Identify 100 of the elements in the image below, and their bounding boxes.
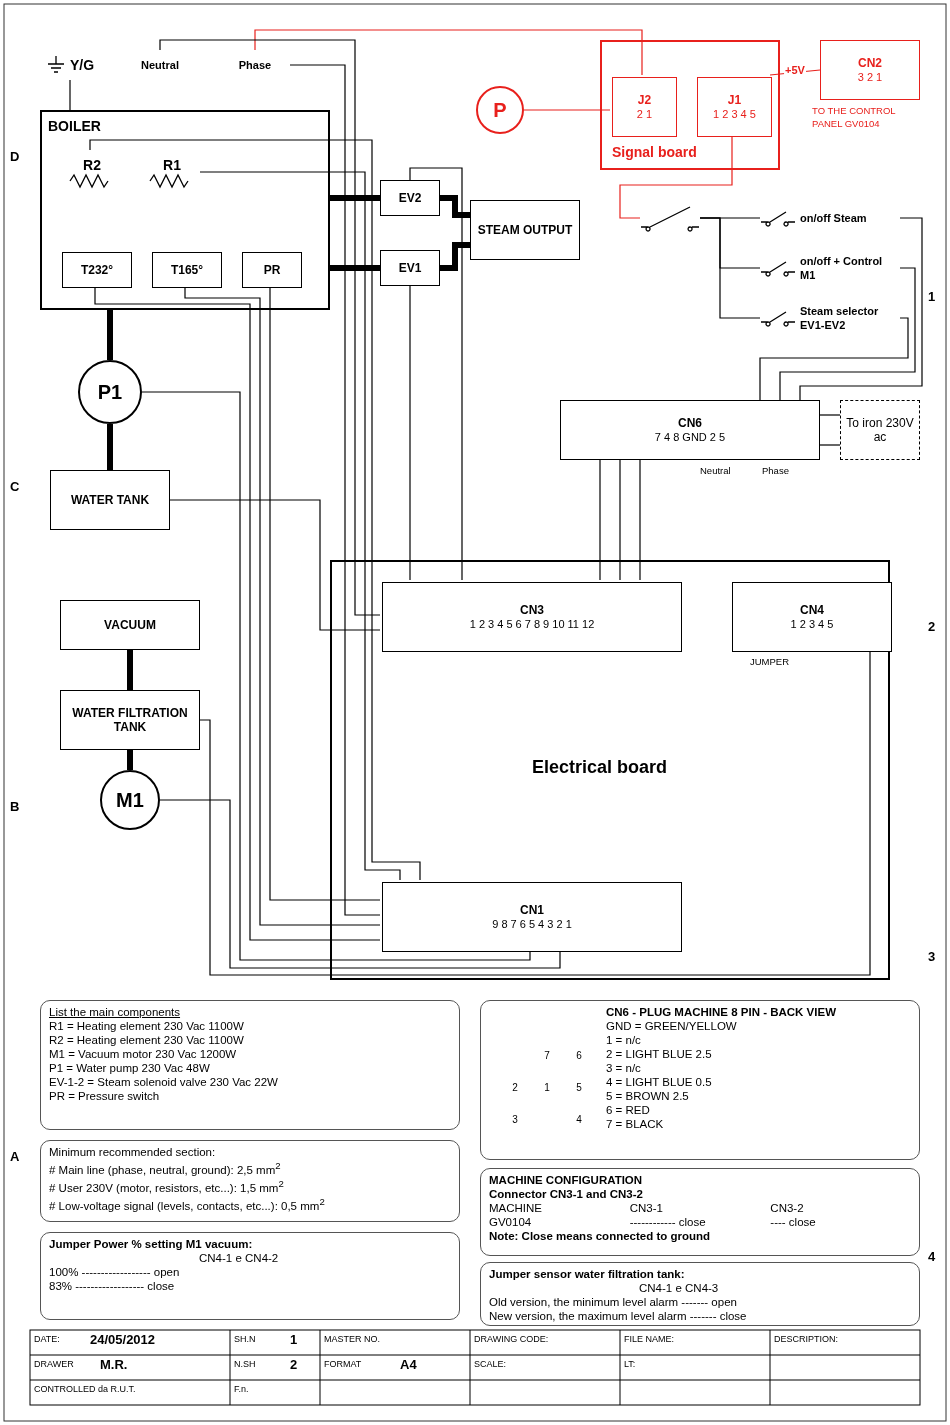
component-caption: Phase: [762, 464, 790, 477]
field-value: 24/05/2012: [90, 1333, 156, 1346]
switch-label: Steam selector EV1-EV2: [800, 304, 880, 332]
field-caption: N.SH: [234, 1358, 256, 1371]
filtration-tank: [60, 690, 200, 750]
field-caption: F.n.: [234, 1383, 249, 1396]
board-title: Electrical board: [532, 757, 668, 777]
component-label: CN4: [800, 603, 824, 617]
terminal-label: Neutral: [141, 58, 179, 72]
steam-pipe: [127, 650, 133, 690]
field-caption: DRAWER: [34, 1358, 74, 1371]
pressure-switch-terminal: [242, 252, 302, 288]
component-label: To iron 230V ac: [845, 416, 915, 444]
note-panel: [480, 1262, 920, 1326]
wire: [699, 217, 761, 319]
component-label: T232°: [80, 263, 114, 277]
vacuum-outlet: [60, 600, 200, 650]
pin-numbers: 2 1: [636, 107, 653, 121]
component-label: T165°: [170, 263, 204, 277]
wire: [619, 459, 621, 581]
panel-text: # User 230V (motor, resistors, etc...): 1,5 mm$^{2}$: [49, 1176, 285, 1195]
wire: [94, 285, 381, 941]
component-label: P: [493, 99, 507, 121]
steam-pipe: [127, 750, 133, 770]
panel-text: 1 = n/c: [606, 1033, 642, 1047]
component-caption: TO THE CONTROL PANEL GV0104: [812, 104, 897, 130]
component-label: R1: [163, 158, 181, 172]
panel-heading: Minimum recommended section:: [49, 1145, 217, 1159]
field-caption: FORMAT: [324, 1358, 362, 1371]
component-label: STEAM OUTPUT: [477, 223, 573, 237]
electrical-board: [330, 560, 890, 980]
board-title: Signal board: [612, 143, 697, 162]
panel-text: Note: Close means connected to ground: [489, 1229, 712, 1243]
field-value: M.R.: [100, 1358, 128, 1371]
grid-reference: A: [10, 1150, 20, 1163]
component-label: CN2: [858, 56, 882, 70]
panel-text: GND = GREEN/YELLOW: [606, 1019, 738, 1033]
panel-text: M1 = Vacuum motor 230 Vac 1200W: [49, 1047, 238, 1061]
grid-reference: 1: [928, 290, 936, 303]
field-value: A4: [400, 1358, 417, 1371]
switch-label: on/off + Control M1: [800, 254, 884, 282]
component-label: WATER TANK: [70, 493, 150, 507]
wire: [199, 649, 871, 976]
grid-reference: B: [10, 800, 20, 813]
pressure-gauge: [476, 86, 524, 134]
pin-numbers: 1 2 3 4 5: [790, 617, 834, 631]
grid-reference: D: [10, 150, 20, 163]
steam-pipe: [107, 424, 113, 470]
connector-block: [820, 40, 920, 100]
panel-text: P1 = Water pump 230 Vac 48W: [49, 1061, 211, 1075]
iron-connection-outline: [840, 400, 920, 460]
field-caption: FILE NAME:: [624, 1333, 674, 1346]
panel-text: Old version, the minimum level alarm ------- open: [489, 1295, 738, 1309]
wire: [409, 167, 463, 581]
field-caption: MASTER NO.: [324, 1333, 380, 1346]
panel-text: CN3-2: [770, 1201, 805, 1215]
field-caption: LT:: [624, 1358, 636, 1371]
vacuum-motor: [100, 770, 160, 830]
component-caption: Neutral: [700, 464, 732, 477]
panel-text: CN3-1: [629, 1201, 664, 1215]
wire: [819, 414, 841, 416]
panel-heading: Jumper Power % setting M1 vacuum:: [49, 1237, 254, 1251]
note-panel: [480, 1168, 920, 1256]
component-label: R2: [83, 158, 101, 172]
wire: [159, 39, 381, 616]
panel-text: 3 = n/c: [606, 1061, 642, 1075]
panel-text: ------------ close: [629, 1215, 707, 1229]
steam-pipe: [107, 310, 113, 360]
thermostat-terminal: [62, 252, 132, 288]
field-caption: DRAWING CODE:: [474, 1333, 549, 1346]
panel-text: 100% ------------------ open: [49, 1265, 181, 1279]
component-label: J2: [637, 93, 652, 107]
wire: [779, 267, 916, 401]
wire: [141, 391, 531, 961]
panel-text: # Low-voltage signal (levels, contacts, etc...): 0,5 mm$^{2}$: [49, 1194, 326, 1213]
pin-number: 6: [576, 1048, 582, 1062]
edge-label: +5V: [784, 63, 806, 77]
field-caption: DESCRIPTION:: [774, 1333, 838, 1346]
solenoid-valve: [380, 250, 440, 286]
component-label: EV1: [398, 261, 422, 275]
component-label: EV2: [398, 191, 422, 205]
pin-numbers: 9 8 7 6 5 4 3 2 1: [492, 917, 572, 931]
panel-text: ---- close: [770, 1215, 817, 1229]
terminal-label: Phase: [238, 58, 272, 72]
panel-text: MACHINE: [489, 1201, 544, 1215]
wire: [599, 459, 601, 581]
wire: [799, 217, 923, 401]
wire: [159, 799, 561, 969]
field-value: 1: [290, 1333, 298, 1346]
water-tank: [50, 470, 170, 530]
note-panel: [40, 1000, 460, 1130]
panel-text: Connector CN3-1 and CN3-2: [489, 1187, 644, 1201]
wire: [169, 499, 381, 631]
panel-text: EV-1-2 = Steam solenoid valve 230 Vac 22W: [49, 1075, 279, 1089]
connector-block: [382, 582, 682, 652]
panel-text: # Main line (phase, neutral, ground): 2,5 mm$^{2}$: [49, 1159, 282, 1177]
field-caption: DATE:: [34, 1333, 60, 1346]
solenoid-valve: [380, 180, 440, 216]
panel-text: 5 = BROWN 2.5: [606, 1089, 690, 1103]
pin-numbers: 1 2 3 4 5 6 7 8 9 10 11 12: [469, 617, 595, 631]
